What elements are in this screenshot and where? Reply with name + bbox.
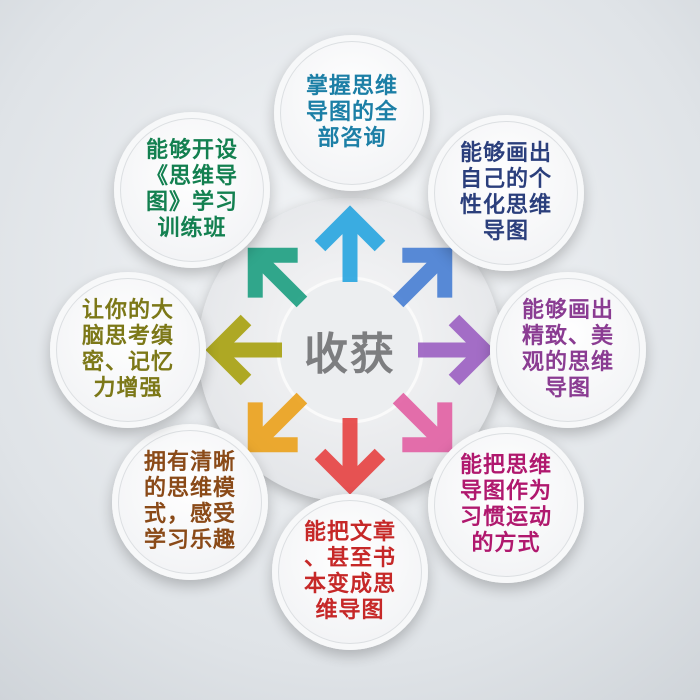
benefit-text-line: 能够画出 [521,298,614,323]
benefit-text-line: 习惯运动 [459,505,552,530]
benefit-bubble-bottom-left: 拥有清晰的思维模式，感受学习乐趣 [112,424,268,580]
benefit-text-line: 式，感受 [143,502,236,527]
arrow-right [418,314,495,386]
benefit-text-line: 本变成思 [303,572,396,597]
arrow-top-right [392,247,453,308]
benefit-text-line: 观的思维 [521,350,614,375]
benefit-text-line: 、甚至书 [303,546,396,571]
benefit-text-line: 导图 [544,376,591,401]
benefit-text-line: 训练班 [157,216,227,241]
benefit-text-line: 学习乐趣 [143,528,236,553]
benefit-text-line: 拥有清晰 [143,450,236,475]
benefit-text-line: 能够画出 [459,141,552,166]
arrow-bottom-left [247,392,308,453]
benefit-text-line: 能够开设 [145,138,238,163]
benefit-text-line: 维导图 [315,598,385,623]
benefit-text-line: 能把思维 [459,453,552,478]
arrow-left [205,314,282,386]
benefit-text-line: 导图 [482,219,529,244]
benefit-text-line: 《思维导 [145,164,238,189]
benefit-text-line: 的思维模 [143,476,236,501]
benefit-text-line: 掌握思维 [305,74,398,99]
benefit-bubble-right: 能够画出精致、美观的思维导图 [490,272,646,428]
benefit-text-line: 力增强 [93,376,163,401]
benefit-bubble-bottom-right: 能把思维导图作为习惯运动的方式 [428,427,584,583]
center-label: 收获 [304,329,396,380]
benefit-bubble-top: 掌握思维导图的全部咨询 [274,35,430,191]
benefit-bubble-top-right: 能够画出自己的个性化思维导图 [428,115,584,271]
benefit-text-line: 能把文章 [303,520,396,545]
benefit-text-line: 让你的大 [81,298,174,323]
arrow-bottom-right [392,392,453,453]
benefit-text-line: 部咨询 [317,126,387,151]
benefit-bubble-bottom: 能把文章、甚至书本变成思维导图 [272,494,428,650]
benefit-bubble-left: 让你的大脑思考缜密、记忆力增强 [50,272,206,428]
benefit-text-line: 密、记忆 [81,350,174,375]
arrow-top-left [247,247,308,308]
arrow-bottom [314,418,386,495]
arrow-top [314,205,386,282]
benefit-text-line: 脑思考缜 [81,324,174,349]
benefit-text-line: 导图的全 [305,100,398,125]
benefit-text-line: 图》学习 [145,190,238,215]
benefit-text-line: 导图作为 [459,479,552,504]
benefit-text-line: 自己的个 [459,167,552,192]
benefit-text-line: 精致、美 [521,324,614,349]
benefit-text-line: 的方式 [471,531,541,556]
benefit-bubble-top-left: 能够开设《思维导图》学习训练班 [114,112,270,268]
benefit-text-line: 性化思维 [459,193,552,218]
